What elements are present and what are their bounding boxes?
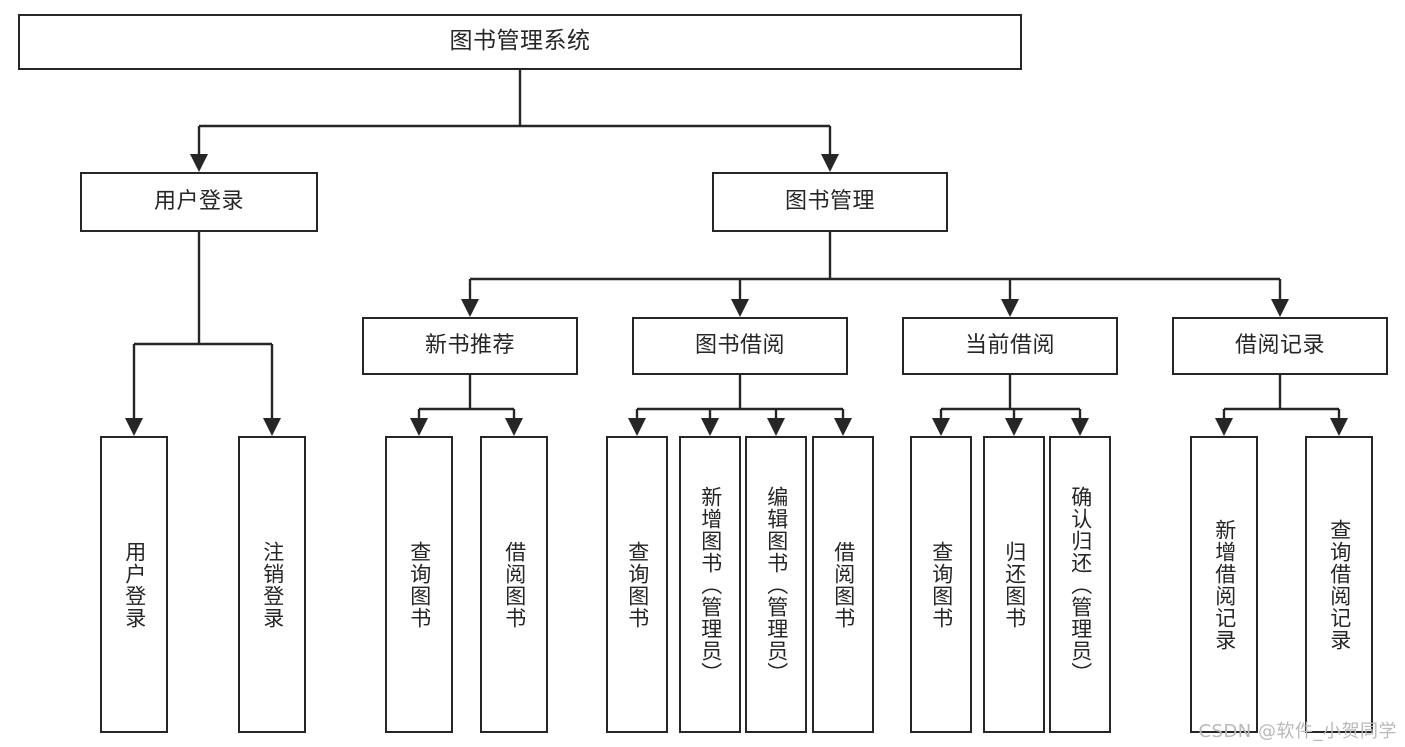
node-root[interactable]: 图书管理系统 — [18, 14, 1022, 70]
node-newbook[interactable]: 新书推荐 — [362, 317, 578, 375]
node-leaf-new-2[interactable]: 借阅图书 — [480, 436, 548, 733]
node-label: 编辑图书（管理员） — [764, 485, 789, 684]
node-leaf-rec-1[interactable]: 新增借阅记录 — [1190, 436, 1258, 733]
node-leaf-borrow-3[interactable]: 编辑图书（管理员） — [745, 436, 807, 733]
node-leaf-borrow-4[interactable]: 借阅图书 — [812, 436, 874, 733]
watermark-label: CSDN @软件_小贺同学 — [1198, 721, 1397, 742]
node-label: 查询图书 — [625, 540, 650, 629]
arrow-head — [125, 418, 143, 436]
arrow-head — [932, 418, 950, 436]
node-borrow[interactable]: 图书借阅 — [632, 317, 848, 375]
node-leaf-login-2[interactable]: 注销登录 — [238, 436, 306, 733]
node-leaf-cur-3[interactable]: 确认归还（管理员） — [1049, 436, 1111, 733]
node-label: 借阅记录 — [1234, 333, 1325, 359]
arrow-head — [834, 418, 852, 436]
node-label: 归还图书 — [1002, 540, 1027, 629]
arrow-head — [628, 418, 646, 436]
arrow-head — [461, 299, 479, 317]
arrow-head — [731, 299, 749, 317]
arrow-head — [410, 418, 428, 436]
node-label: 图书管理系统 — [449, 28, 591, 55]
node-label: 用户登录 — [153, 189, 244, 215]
arrow-head — [1330, 418, 1348, 436]
node-bookmgmt[interactable]: 图书管理 — [712, 172, 948, 232]
arrow-head — [1271, 299, 1289, 317]
node-label: 查询图书 — [929, 540, 954, 629]
node-label: 当前借阅 — [964, 333, 1055, 359]
node-leaf-borrow-2[interactable]: 新增图书（管理员） — [679, 436, 741, 733]
node-leaf-new-1[interactable]: 查询图书 — [385, 436, 453, 733]
arrow-head — [1215, 418, 1233, 436]
arrow-head — [190, 154, 208, 172]
arrow-head — [1071, 418, 1089, 436]
node-records[interactable]: 借阅记录 — [1172, 317, 1388, 375]
node-label: 图书管理 — [784, 189, 875, 215]
arrow-head — [701, 418, 719, 436]
node-label: 查询借阅记录 — [1327, 518, 1352, 651]
arrow-head — [505, 418, 523, 436]
node-current[interactable]: 当前借阅 — [902, 317, 1118, 375]
node-label: 新增图书（管理员） — [698, 485, 723, 684]
node-leaf-cur-2[interactable]: 归还图书 — [983, 436, 1045, 733]
node-label: 新书推荐 — [424, 333, 515, 359]
node-leaf-borrow-1[interactable]: 查询图书 — [606, 436, 668, 733]
node-leaf-rec-2[interactable]: 查询借阅记录 — [1305, 436, 1373, 733]
node-label: 借阅图书 — [831, 540, 856, 629]
node-label: 用户登录 — [122, 540, 147, 629]
arrow-head — [1001, 299, 1019, 317]
node-label: 新增借阅记录 — [1212, 518, 1237, 651]
arrow-head — [767, 418, 785, 436]
node-label: 注销登录 — [260, 540, 285, 629]
node-label: 查询图书 — [407, 540, 432, 629]
node-label: 借阅图书 — [502, 540, 527, 629]
node-leaf-login-1[interactable]: 用户登录 — [100, 436, 168, 733]
arrow-head — [821, 154, 839, 172]
node-label: 图书借阅 — [694, 333, 785, 359]
node-label: 确认归还（管理员） — [1068, 485, 1093, 684]
node-leaf-cur-1[interactable]: 查询图书 — [910, 436, 972, 733]
node-login[interactable]: 用户登录 — [80, 172, 318, 232]
arrow-head — [1005, 418, 1023, 436]
arrow-head — [263, 418, 281, 436]
